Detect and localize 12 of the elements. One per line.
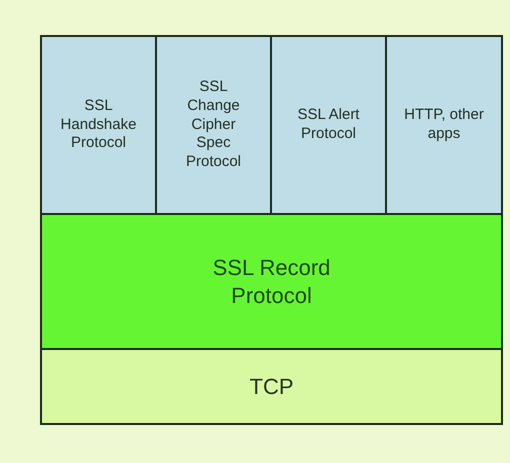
layer-label: HTTP, other apps xyxy=(403,106,485,144)
layer-label: TCP xyxy=(248,372,294,400)
layer-label: SSL Record Protocol xyxy=(212,254,332,309)
record-layer xyxy=(42,215,501,350)
protocol-layer xyxy=(157,37,272,215)
protocol-layer xyxy=(42,37,157,215)
layer-label: SSL Change Cipher Spec Protocol xyxy=(184,78,242,172)
layer-label: SSL Alert Protocol xyxy=(296,106,360,144)
protocol-layer xyxy=(387,37,501,215)
transport-layer xyxy=(42,350,501,423)
layer-label: SSL Handshake Protocol xyxy=(60,96,138,154)
protocol-layer xyxy=(272,37,387,215)
